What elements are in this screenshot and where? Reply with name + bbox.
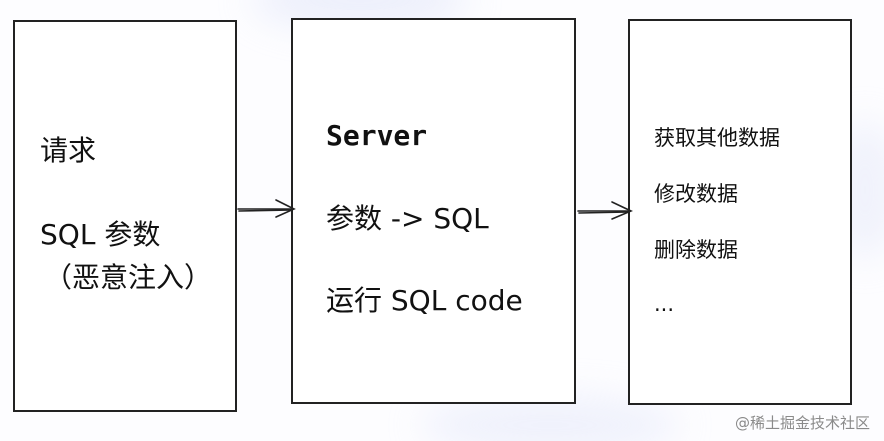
server-box: [291, 18, 576, 404]
run-sql-code-label: 运行 SQL code: [326, 284, 523, 317]
watermark-text: @稀土掘金技术社区: [734, 414, 870, 432]
params-to-sql-label: 参数 -> SQL: [326, 202, 489, 235]
effects-box: [628, 19, 852, 405]
sql-params-label: SQL 参数: [40, 213, 160, 253]
malicious-injection-label: （恶意注入）: [44, 261, 213, 294]
server-label: Server: [326, 119, 428, 152]
arrow-request-to-server: [237, 199, 296, 218]
request-box: [13, 20, 237, 412]
effect-item-get-other-data: 获取其他数据: [654, 126, 780, 150]
request-label: 请求: [40, 134, 97, 167]
arrow-server-to-effects: [577, 201, 633, 220]
effect-item-modify-data: 修改数据: [654, 182, 738, 206]
effect-item-delete-data: 删除数据: [654, 238, 738, 262]
sql-params-text: SQL 参数: [40, 218, 161, 251]
effect-item-ellipsis: ...: [654, 292, 675, 316]
